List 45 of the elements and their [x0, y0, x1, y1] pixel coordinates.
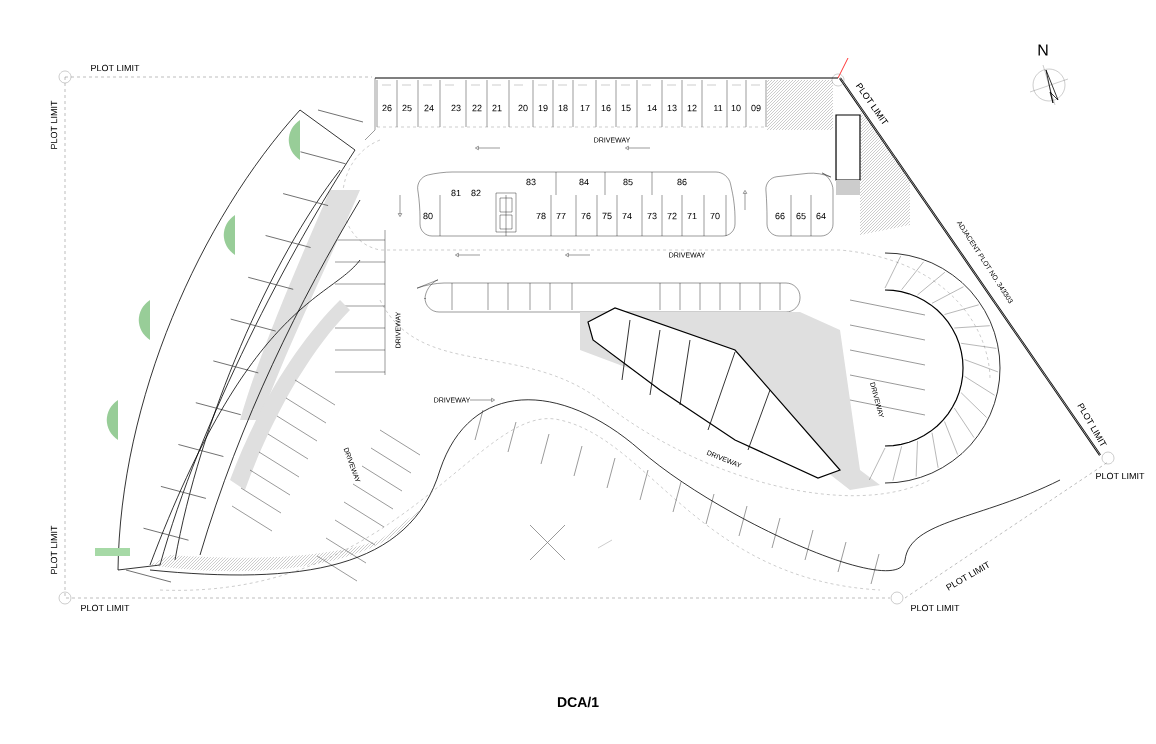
parking-number: 13	[667, 104, 677, 112]
parking-number: 76	[581, 212, 591, 220]
parking-number: 24	[424, 104, 434, 112]
parking-number: 86	[677, 178, 687, 186]
parking-number: 16	[601, 104, 611, 112]
parking-number: 17	[580, 104, 590, 112]
parking-number: 84	[579, 178, 589, 186]
parking-number: 75	[602, 212, 612, 220]
parking-number: 78	[536, 212, 546, 220]
plot-limit-label: PLOT LIMIT	[911, 604, 960, 612]
parking-number: 82	[471, 189, 481, 197]
parking-number: 22	[472, 104, 482, 112]
parking-number: 65	[796, 212, 806, 220]
plot-limit-label: PLOT LIMIT	[50, 100, 58, 149]
parking-number: 09	[751, 104, 761, 112]
parking-number: 20	[518, 104, 528, 112]
parking-number: 15	[621, 104, 631, 112]
parking-number: 25	[402, 104, 412, 112]
parking-number: 85	[623, 178, 633, 186]
parking-number: 73	[647, 212, 657, 220]
parking-number: 80	[423, 212, 433, 220]
parking-number: 18	[558, 104, 568, 112]
parking-number: 14	[647, 104, 657, 112]
parking-number: 26	[382, 104, 392, 112]
parking-number: 64	[816, 212, 826, 220]
parking-number: 72	[667, 212, 677, 220]
parking-number: 23	[451, 104, 461, 112]
parking-number: 66	[775, 212, 785, 220]
plot-limit-label: PLOT LIMIT	[50, 525, 58, 574]
parking-number: 19	[538, 104, 548, 112]
parking-number: 83	[526, 178, 536, 186]
parking-number: 81	[451, 189, 461, 197]
parking-number: 77	[556, 212, 566, 220]
plot-limit-label: PLOT LIMIT	[81, 604, 130, 612]
parking-number: 12	[687, 104, 697, 112]
plot-limit-label: PLOT LIMIT	[1096, 472, 1145, 480]
parking-number: 21	[492, 104, 502, 112]
plot-limit-label: PLOT LIMIT	[91, 64, 140, 72]
caption: DCA/1	[557, 696, 599, 708]
parking-number: 11	[714, 104, 723, 112]
north-label: N	[1038, 44, 1048, 56]
parking-number: 74	[622, 212, 632, 220]
parking-number: 71	[687, 212, 697, 220]
parking-number: 70	[710, 212, 720, 220]
parking-number: 10	[731, 104, 741, 112]
